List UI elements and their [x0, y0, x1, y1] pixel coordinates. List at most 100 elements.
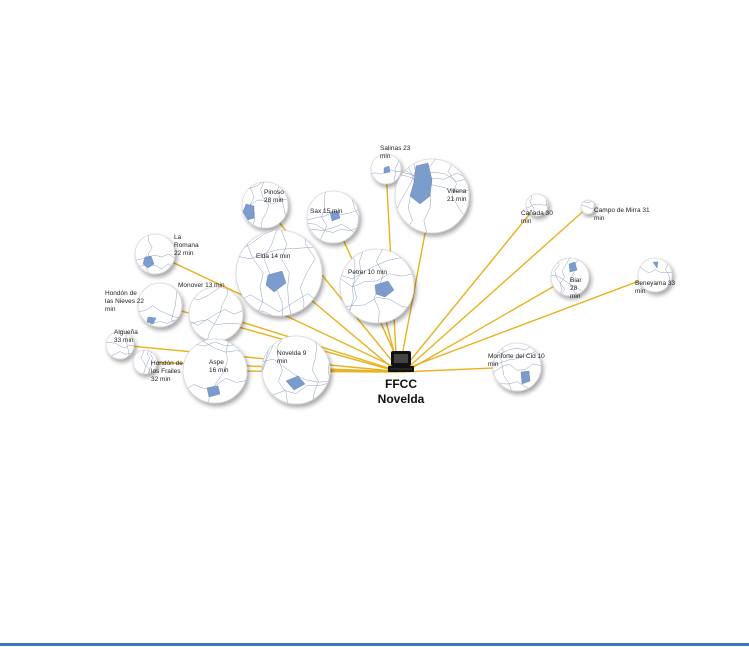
border-line: [146, 350, 150, 374]
border-line: [559, 258, 571, 296]
connector-canada: [400, 204, 538, 373]
border-line: [307, 222, 359, 237]
border-line: [236, 293, 322, 313]
borders-monover: [189, 287, 243, 341]
connector-biar: [404, 276, 571, 373]
map-circle-novelda: [261, 335, 331, 405]
border-line: [125, 331, 130, 359]
label-beneyama-1: Beneyama 33: [635, 280, 675, 287]
map-circle-monover: [188, 286, 244, 342]
border-line: [493, 363, 541, 373]
hub-title-line-1: FFCC: [385, 377, 417, 391]
border-line: [341, 249, 365, 323]
borders-monforte: [493, 343, 541, 391]
label-alguena-2: 33 min: [114, 337, 134, 344]
label-canada-2: min: [521, 218, 532, 225]
connector-alguena: [119, 344, 404, 373]
label-hondon-frailes-2: los Frailes: [151, 368, 181, 375]
map-circle-pinoso: [241, 181, 289, 229]
label-la-romana-3: 22 min: [174, 250, 194, 257]
border-line: [395, 167, 469, 182]
highlighted-municipality-beneyama: [652, 261, 659, 269]
label-aspe-1: Aspe: [209, 359, 224, 366]
label-salinas-1: Salinas 23: [380, 145, 411, 152]
label-la-romana-2: Romana: [174, 242, 199, 249]
label-la-romana-1: La: [174, 234, 182, 241]
border-line: [493, 348, 541, 366]
border-line: [554, 258, 562, 296]
border-line: [206, 287, 228, 341]
border-line: [138, 305, 182, 319]
highlighted-municipality-hondon-nieves: [146, 316, 157, 325]
border-line: [135, 263, 175, 270]
border-line: [638, 265, 672, 274]
border-line: [581, 204, 595, 209]
circle-aspe: [182, 338, 248, 404]
border-line: [300, 230, 316, 316]
label-novelda-1: Novelda 9: [277, 350, 307, 357]
border-line: [239, 230, 264, 316]
bottom-rule: [0, 643, 749, 646]
connector-beneyama: [396, 274, 656, 373]
label-villena-2: 21 min: [447, 196, 467, 203]
border-line: [189, 287, 243, 301]
label-novelda-2: min: [277, 358, 288, 365]
highlighted-municipality-sax: [329, 210, 341, 222]
label-hondon-nieves-2: las Nieves 22: [105, 298, 144, 305]
map-circle-campo-de-mirra: [580, 199, 596, 215]
map-circle-aspe: [182, 338, 248, 404]
border-line: [500, 343, 512, 391]
map-circle-sax: [306, 190, 360, 244]
label-monforte-2: min: [488, 361, 499, 368]
circle-hondon-nieves: [137, 282, 183, 328]
border-line: [340, 273, 414, 288]
label-hondon-frailes-3: 32 min: [151, 376, 171, 383]
border-line: [526, 204, 548, 209]
border-line: [276, 336, 288, 404]
highlighted-municipality-pinoso: [242, 203, 255, 221]
label-salinas-2: min: [380, 153, 391, 160]
border-line: [189, 309, 243, 325]
border-line: [183, 339, 247, 353]
label-monforte-1: Monforte del Cid 10: [488, 353, 545, 360]
border-line: [236, 230, 322, 253]
label-elda-1: Elda 14 min: [256, 253, 291, 260]
label-monover-1: Monover 13 min: [178, 282, 225, 289]
circle-alguena: [105, 330, 135, 360]
label-campo-de-mirra-2: min: [594, 215, 605, 222]
border-line: [340, 297, 414, 309]
map-circle-biar: [550, 257, 590, 297]
border-line: [395, 170, 469, 180]
border-line: [263, 230, 284, 316]
hub-node: FFCC Novelda: [378, 351, 425, 406]
desktop-computer-icon: [388, 351, 414, 372]
border-line: [307, 226, 359, 233]
border-line: [189, 319, 243, 326]
label-canada-1: Cañada 30: [521, 210, 553, 217]
label-hondon-nieves-1: Hondón de: [105, 290, 137, 297]
label-aspe-2: 16 min: [209, 367, 229, 374]
town-circles: [105, 153, 673, 405]
borders-hondon-frailes: [140, 350, 154, 374]
label-biar-1: Biar: [570, 277, 582, 284]
hub-title-line-2: Novelda: [378, 392, 425, 406]
map-circle-hondon-nieves: [137, 282, 183, 328]
border-line: [147, 350, 154, 374]
highlighted-municipality-petrer: [374, 280, 395, 298]
map-circle-canada: [525, 193, 549, 217]
label-biar-2: 28: [570, 285, 578, 292]
label-hondon-frailes-1: Hondón de: [151, 360, 183, 367]
map-circle-monforte: [492, 342, 542, 392]
circle-beneyama: [637, 257, 673, 293]
border-line: [145, 234, 153, 274]
circle-biar: [550, 257, 590, 297]
circle-hondon-frailes: [132, 349, 158, 375]
label-sax-1: Sax 15 min: [310, 208, 343, 215]
label-villena-1: Villena: [447, 188, 467, 195]
map-circle-salinas: [370, 153, 402, 185]
highlighted-municipality-salinas: [383, 165, 391, 174]
border-line: [262, 336, 277, 404]
highlighted-municipality-villena: [409, 162, 433, 205]
border-line: [371, 169, 401, 175]
highlighted-municipality-monforte: [520, 370, 531, 385]
